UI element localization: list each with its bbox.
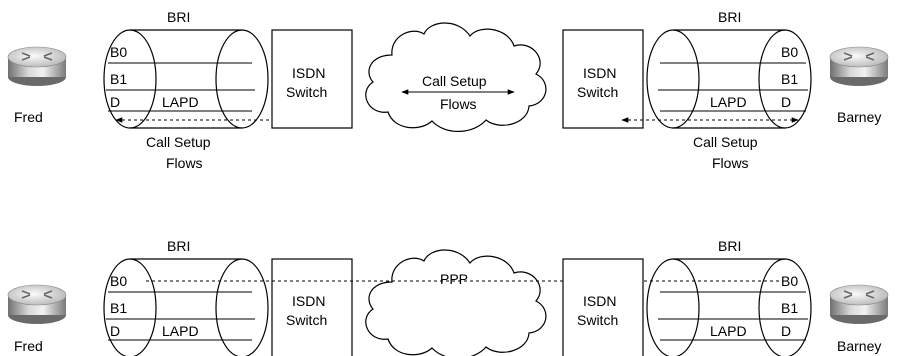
- channel-label-b1-right: B1: [781, 71, 798, 87]
- channel-label-b0-right: B0: [781, 44, 798, 60]
- router-icon: [829, 46, 889, 86]
- channel-label-b0-bottom: B0: [110, 273, 127, 289]
- isdn-switch-left: [271, 29, 353, 129]
- channel-label-d-right: D: [781, 94, 791, 110]
- channel-label-d: D: [110, 94, 120, 110]
- channel-label-d-bottom: D: [110, 323, 120, 339]
- bri-label-right-bottom: BRI: [718, 238, 741, 254]
- call-setup-label-right-line2: Flows: [712, 155, 749, 171]
- isdn-switch-right: [562, 29, 644, 129]
- isdn-switch-left-bottom-line2: Switch: [286, 312, 327, 328]
- router-label-barney: Barney: [837, 109, 881, 125]
- bri-label-left-bottom: BRI: [167, 238, 190, 254]
- lapd-label: LAPD: [162, 94, 199, 110]
- isdn-switch-left-bottom-line1: ISDN: [292, 293, 325, 309]
- router-icon: [829, 284, 889, 324]
- channel-label-b1-right-bottom: B1: [781, 300, 798, 316]
- call-setup-label-right-line1: Call Setup: [693, 134, 758, 150]
- cloud-label-line2: Flows: [440, 96, 477, 112]
- channel-label-d-right-bottom: D: [781, 323, 791, 339]
- bri-label-right: BRI: [718, 9, 741, 25]
- bottom-scenario: Fred BRI B0 B1 D LAPD ISDN Switch PPP IS…: [7, 238, 889, 356]
- call-setup-label-left-line1: Call Setup: [146, 134, 211, 150]
- isdn-switch-left-line2: Switch: [286, 84, 327, 100]
- channel-label-b1: B1: [110, 71, 127, 87]
- router-icon: [7, 284, 67, 324]
- network-cloud: [365, 22, 547, 132]
- isdn-switch-right-line2: Switch: [577, 84, 618, 100]
- router-icon: [7, 46, 67, 86]
- isdn-switch-right-bottom-line2: Switch: [577, 312, 618, 328]
- network-cloud-bottom: [365, 249, 547, 356]
- ppp-label: PPP: [440, 271, 468, 287]
- router-label-fred: Fred: [14, 109, 43, 125]
- bri-label-left: BRI: [167, 9, 190, 25]
- bri-cylinder-left: [103, 29, 269, 129]
- bri-cylinder-right-bottom: [646, 258, 812, 356]
- isdn-switch-left-line1: ISDN: [292, 65, 325, 81]
- isdn-switch-right-bottom-line1: ISDN: [583, 293, 616, 309]
- router-label-fred-bottom: Fred: [14, 338, 43, 354]
- channel-label-b0: B0: [110, 44, 127, 60]
- lapd-label-bottom: LAPD: [162, 323, 199, 339]
- channel-label-b1-bottom: B1: [110, 300, 127, 316]
- top-scenario: Fred BRI B0 B1 D LAPD Call Setup Flows I…: [7, 9, 889, 171]
- isdn-switch-left-bottom: [271, 258, 353, 356]
- lapd-label-right-bottom: LAPD: [710, 323, 747, 339]
- call-setup-label-left-line2: Flows: [166, 155, 203, 171]
- lapd-label-right: LAPD: [710, 94, 747, 110]
- bri-cylinder-right: [646, 29, 812, 129]
- isdn-switch-right-bottom: [562, 258, 644, 356]
- isdn-switch-right-line1: ISDN: [583, 65, 616, 81]
- router-label-barney-bottom: Barney: [837, 338, 881, 354]
- bri-cylinder-left-bottom: [103, 258, 269, 356]
- channel-label-b0-right-bottom: B0: [781, 273, 798, 289]
- cloud-label-line1: Call Setup: [422, 73, 487, 89]
